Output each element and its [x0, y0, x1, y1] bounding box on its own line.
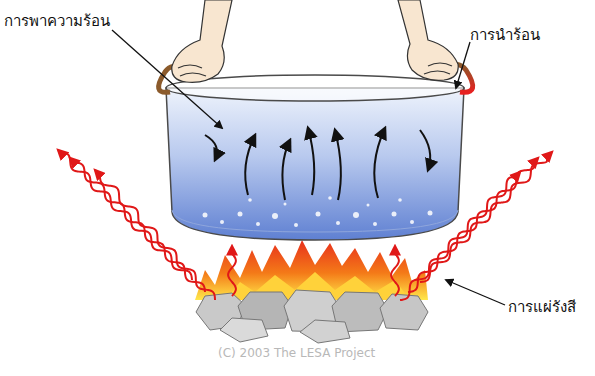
watermark: (C) 2003 The LESA Project: [218, 344, 375, 362]
radiation-waves: [58, 150, 552, 300]
radiation-wave: [95, 170, 215, 300]
radiation-wave: [400, 172, 520, 300]
hands: [172, 0, 458, 82]
pot: [166, 75, 464, 240]
conduction-label: การนำร้อน: [470, 26, 540, 44]
radiation-leader: [446, 280, 505, 305]
leader-lines: [112, 30, 505, 305]
rocks: [196, 290, 428, 343]
right-fingers: [424, 63, 452, 74]
radiation-wave: [391, 246, 399, 296]
pot-body: [166, 88, 464, 240]
left-hand: [172, 0, 232, 82]
radiation-wave: [58, 150, 192, 280]
bubbles: [203, 196, 433, 227]
pot-bottom: [172, 210, 458, 232]
radiation-label: การแผ่รังสี: [508, 298, 576, 316]
right-hand: [398, 0, 458, 80]
convection-label: การพาความร้อน: [4, 12, 110, 30]
radiation-wave: [228, 246, 236, 296]
left-fingers: [178, 65, 206, 76]
convection-arrows: [205, 128, 430, 200]
convection-leader: [112, 30, 222, 128]
conduction-leader: [456, 42, 470, 88]
radiation-wave: [420, 152, 552, 282]
